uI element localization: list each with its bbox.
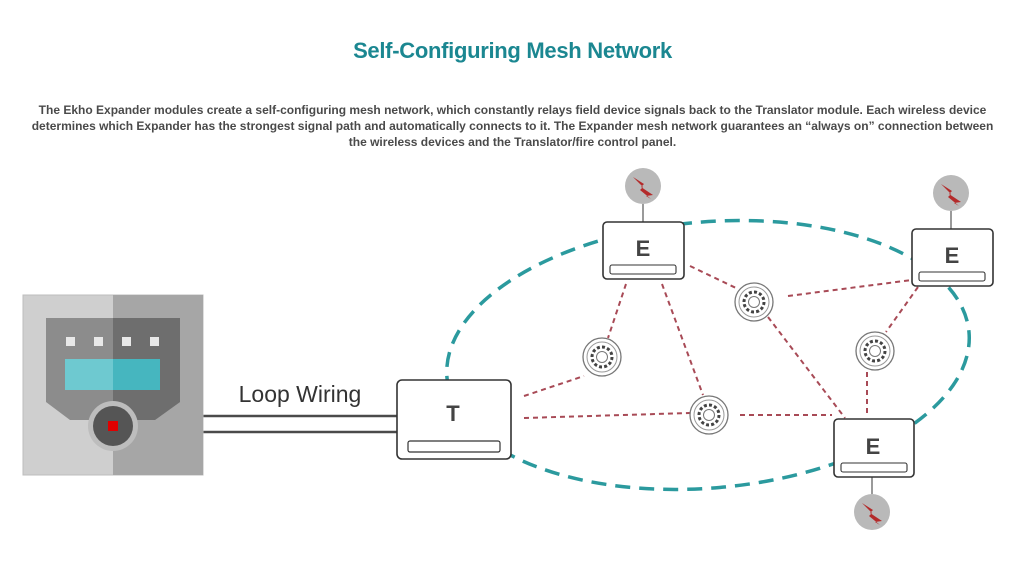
smoke-detector-icon [854, 330, 896, 372]
smoke-detector-icon [733, 281, 775, 323]
expander-label-right: E [945, 243, 960, 268]
expander-module-top [602, 168, 685, 280]
expander-module-right [911, 175, 994, 287]
signal-links [523, 265, 919, 419]
translator-label: T [446, 401, 460, 426]
fire-control-panel-icon [22, 294, 204, 476]
expander-label-bottom: E [866, 434, 881, 459]
translator-module [396, 379, 512, 460]
lightning-bolt-icon [933, 175, 969, 211]
smoke-detector-icon [688, 394, 730, 436]
page-title: Self-Configuring Mesh Network [353, 38, 672, 63]
expander-label-top: E [636, 236, 651, 261]
expander-module-bottom [833, 418, 915, 530]
mesh-ring [444, 218, 972, 492]
intro-paragraph: The Ekho Expander modules create a self-… [31, 103, 994, 149]
loop-wiring-label: Loop Wiring [239, 381, 362, 407]
loop-wiring [202, 414, 397, 434]
lightning-bolt-icon [625, 168, 661, 204]
smoke-detector-icon [581, 336, 623, 378]
lightning-bolt-icon [854, 494, 890, 530]
